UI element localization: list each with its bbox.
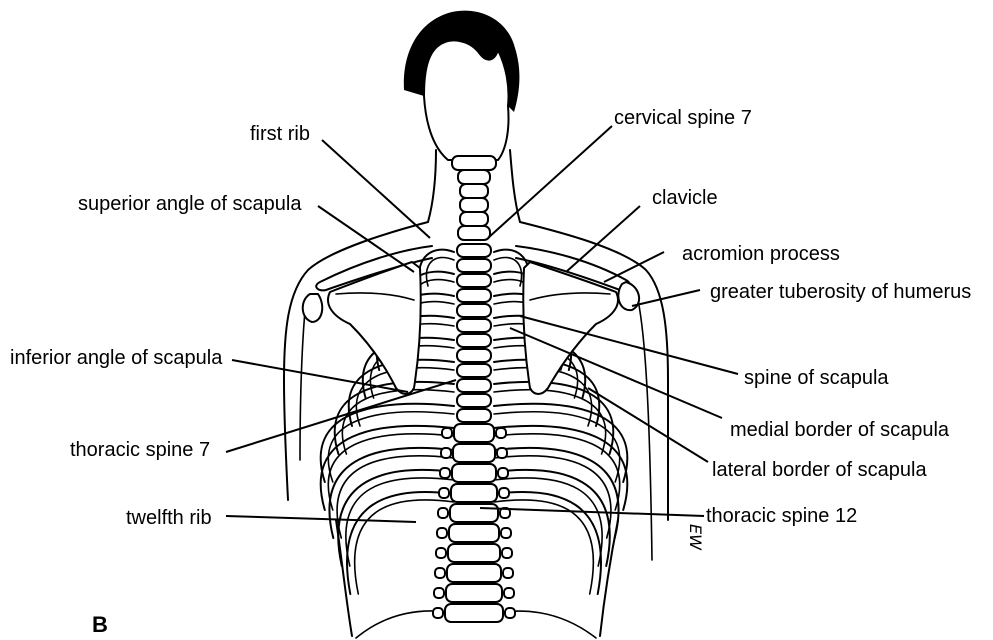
transverse-process bbox=[437, 528, 447, 538]
transverse-process bbox=[504, 588, 514, 598]
transverse-process bbox=[435, 568, 445, 578]
vertebra bbox=[457, 379, 491, 392]
label-twelfth-rib: twelfth rib bbox=[126, 507, 212, 529]
transverse-process bbox=[498, 468, 508, 478]
transverse-process bbox=[442, 428, 452, 438]
vertebra bbox=[457, 349, 491, 362]
vertebra bbox=[448, 544, 500, 562]
vertebra bbox=[457, 364, 491, 377]
cervical-spine bbox=[452, 156, 496, 240]
transverse-process bbox=[433, 608, 443, 618]
transverse-process bbox=[501, 528, 511, 538]
transverse-process bbox=[440, 468, 450, 478]
vertebra bbox=[452, 464, 496, 482]
vertebra bbox=[457, 394, 491, 407]
vertebra bbox=[445, 604, 503, 622]
vertebra bbox=[457, 319, 491, 332]
label-medial-border-of-scapula: medial border of scapula bbox=[730, 419, 950, 441]
rib-inner-edge bbox=[328, 412, 454, 482]
rib-inner-edge bbox=[494, 412, 620, 482]
vertebra bbox=[457, 334, 491, 347]
label-acromion-process: acromion process bbox=[682, 243, 840, 265]
head bbox=[424, 40, 509, 160]
transverse-process bbox=[439, 488, 449, 498]
transverse-process bbox=[434, 588, 444, 598]
vertebra bbox=[457, 289, 491, 302]
label-thoracic-spine-7: thoracic spine 7 bbox=[70, 439, 210, 461]
vertebra bbox=[447, 564, 501, 582]
vertebra bbox=[457, 244, 491, 257]
vertebra bbox=[451, 484, 497, 502]
transverse-process bbox=[438, 508, 448, 518]
label-clavicle: clavicle bbox=[652, 187, 718, 209]
label-spine-of-scapula: spine of scapula bbox=[744, 367, 889, 389]
transverse-process bbox=[496, 428, 506, 438]
transverse-process bbox=[502, 548, 512, 558]
transverse-process bbox=[441, 448, 451, 458]
right-scapula bbox=[523, 262, 618, 394]
label-superior-angle-of-scapula: superior angle of scapula bbox=[78, 193, 302, 215]
vertebra bbox=[457, 409, 491, 422]
label-first-rib: first rib bbox=[250, 123, 310, 145]
transverse-process bbox=[499, 488, 509, 498]
label-lateral-border-of-scapula: lateral border of scapula bbox=[712, 459, 927, 481]
transverse-process bbox=[497, 448, 507, 458]
label-cervical-spine-7: cervical spine 7 bbox=[614, 107, 752, 129]
thoracic-spine bbox=[433, 244, 515, 622]
artist-signature: EW bbox=[686, 524, 705, 551]
transverse-process bbox=[505, 608, 515, 618]
vertebra bbox=[449, 524, 499, 542]
transverse-process bbox=[436, 548, 446, 558]
vertebra bbox=[457, 304, 491, 317]
rib bbox=[335, 382, 454, 454]
vertebra bbox=[457, 274, 491, 287]
label-thoracic-spine-12: thoracic spine 12 bbox=[706, 505, 857, 527]
vertebra bbox=[453, 444, 495, 462]
transverse-process bbox=[503, 568, 513, 578]
vertebra bbox=[457, 259, 491, 272]
vertebra bbox=[446, 584, 502, 602]
left-scapula bbox=[328, 262, 421, 394]
label-greater-tuberosity-of-humerus: greater tuberosity of humerus bbox=[710, 281, 971, 303]
vertebra bbox=[454, 424, 494, 442]
label-inferior-angle-of-scapula: inferior angle of scapula bbox=[10, 347, 223, 369]
vertebra bbox=[450, 504, 498, 522]
panel-letter: B bbox=[92, 612, 108, 637]
